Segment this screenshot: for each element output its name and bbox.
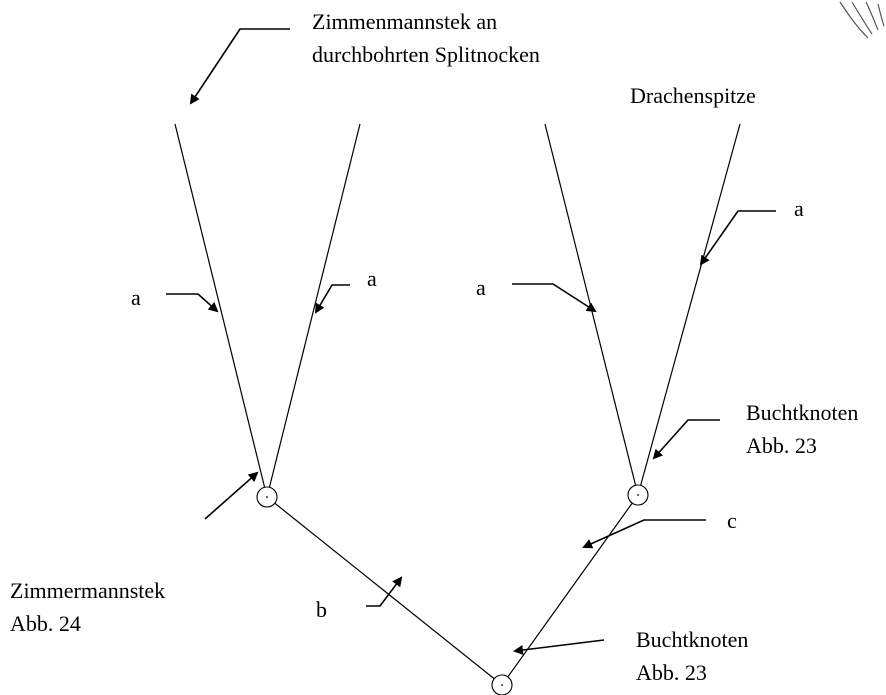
corner-sketch-icon bbox=[839, 1, 885, 39]
label-zimmer-line2: Abb. 24 bbox=[10, 611, 81, 636]
arrow-a1 bbox=[166, 293, 219, 313]
label-bucht2-line1: Buchtknoten bbox=[636, 627, 748, 652]
label-b: b bbox=[316, 597, 327, 622]
line-b bbox=[266, 496, 503, 686]
arrow-b bbox=[366, 576, 403, 607]
arrow-c bbox=[582, 519, 706, 549]
knot-right-dot bbox=[637, 494, 639, 496]
label-a2: a bbox=[367, 266, 377, 291]
knot-bottom-dot bbox=[501, 684, 503, 686]
label-a3: a bbox=[476, 275, 486, 300]
label-drachenspitze: Drachenspitze bbox=[630, 83, 756, 108]
arrow-zimmer bbox=[204, 471, 259, 520]
label-bucht1-line1: Buchtknoten bbox=[746, 400, 858, 425]
arrow-a3 bbox=[512, 283, 597, 313]
knot-left-dot bbox=[266, 496, 268, 498]
label-c: c bbox=[727, 508, 737, 533]
arrow-top-left bbox=[189, 28, 290, 105]
arrow-bucht2 bbox=[513, 639, 605, 655]
label-top-left-line2: durchbohrten Splitnocken bbox=[312, 42, 540, 67]
right-bridle-line-inner bbox=[637, 123, 741, 496]
left-bridle-line-outer bbox=[174, 123, 268, 498]
line-c bbox=[501, 494, 639, 686]
arrow-a4 bbox=[699, 210, 776, 266]
label-top-left-line1: Zimmenmannstek an bbox=[312, 9, 497, 34]
arrow-bucht1 bbox=[652, 419, 720, 460]
label-a4: a bbox=[794, 196, 804, 221]
left-bridle-line-inner bbox=[266, 123, 361, 498]
arrow-a2 bbox=[314, 284, 350, 314]
label-a1: a bbox=[131, 285, 141, 310]
label-bucht1-line2: Abb. 23 bbox=[746, 433, 817, 458]
label-zimmer-line1: Zimmermannstek bbox=[10, 578, 165, 603]
label-bucht2-line2: Abb. 23 bbox=[636, 660, 707, 685]
